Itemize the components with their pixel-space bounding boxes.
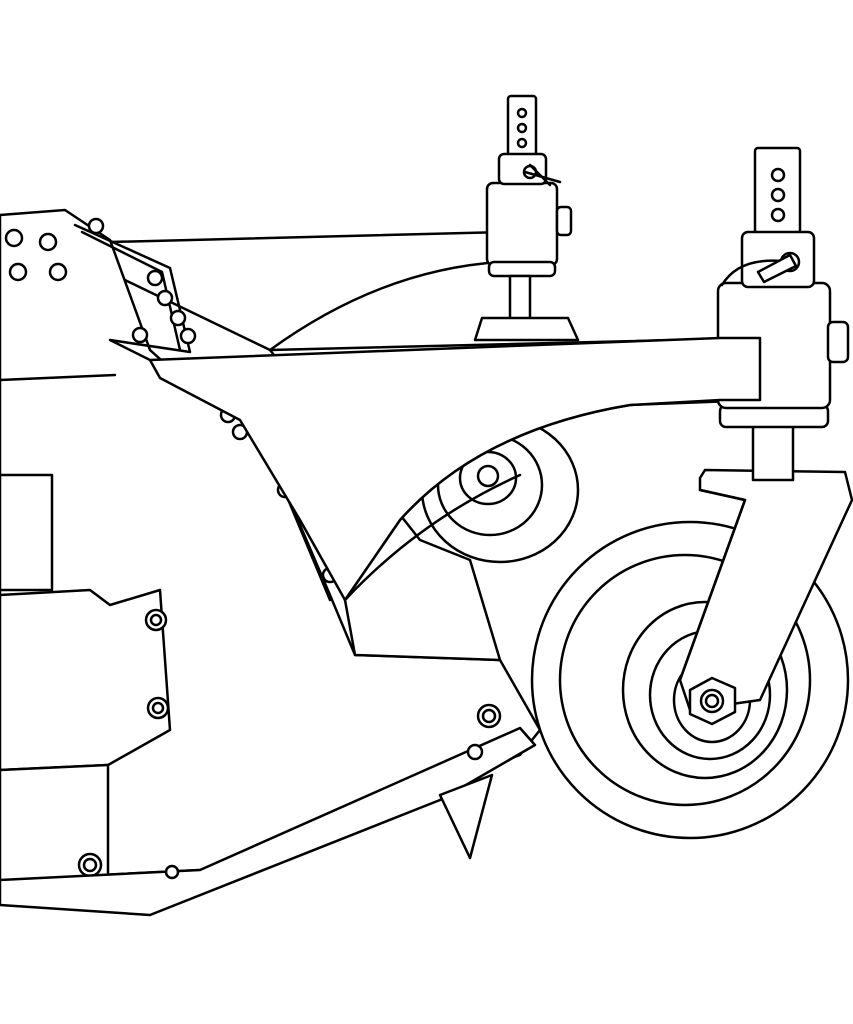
deck-skid [0, 726, 537, 917]
front-caster-arm [148, 146, 850, 602]
rear-caster-arm [98, 94, 580, 352]
